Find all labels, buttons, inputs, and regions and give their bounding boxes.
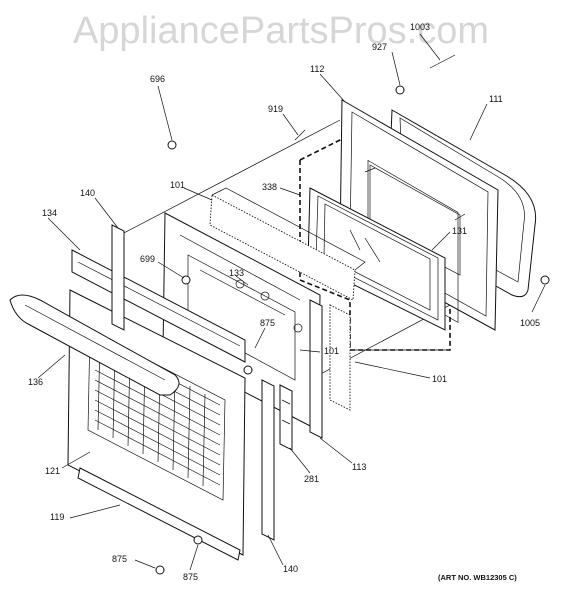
callout-101-top: 101: [170, 180, 185, 190]
callout-696: 696: [150, 74, 165, 84]
callout-140-top: 140: [80, 188, 95, 198]
callout-136: 136: [28, 377, 43, 387]
callout-919: 919: [268, 104, 283, 114]
window-glass-pack: [307, 187, 446, 331]
callout-281: 281: [304, 474, 319, 484]
callout-1005: 1005: [520, 318, 540, 328]
side-channel-bottom: [261, 379, 275, 541]
callout-133: 133: [229, 268, 244, 278]
callout-119: 119: [50, 512, 64, 522]
door-hinge: [279, 384, 293, 451]
part-callouts: 696 140 134 101 699 133 136 121 119 875 …: [28, 22, 540, 582]
door-handle: [9, 294, 180, 396]
side-trim: [309, 299, 323, 439]
callout-140-bottom: 140: [283, 564, 298, 574]
callout-927: 927: [372, 42, 387, 52]
callout-131: 131: [452, 226, 467, 236]
insulation-blanket: [209, 187, 366, 301]
callout-875-bottom-left: 875: [112, 554, 127, 564]
callout-111: 111: [489, 94, 503, 104]
callout-699: 699: [140, 254, 155, 264]
callout-134: 134: [42, 208, 57, 218]
callout-1003: 1003: [410, 22, 430, 32]
callout-875-mid: 875: [260, 318, 275, 328]
leader-lines: [37, 33, 546, 571]
callout-101-mid: 101: [324, 346, 339, 356]
callout-112: 112: [310, 64, 324, 74]
callout-113: 113: [352, 462, 366, 472]
door-liner-frame: [339, 99, 499, 331]
screw-icons: [155, 54, 550, 575]
callout-121: 121: [45, 466, 60, 476]
callout-875-bottom: 875: [183, 572, 198, 582]
callout-101-right: 101: [432, 374, 447, 384]
callout-338: 338: [262, 182, 277, 192]
side-channel-top: [111, 224, 125, 331]
side-insulation-strip: [329, 304, 351, 411]
art-number: (ART NO. WB12305 C): [438, 573, 517, 582]
